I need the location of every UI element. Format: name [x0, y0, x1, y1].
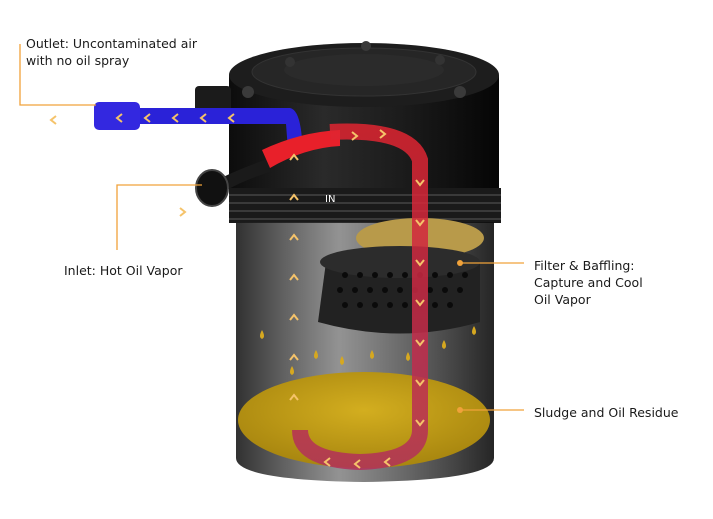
filter-label-line1: Filter & Baffling: [534, 258, 635, 273]
inlet-label: Inlet: Hot Oil Vapor [64, 262, 183, 279]
filter-label-line2: Capture and Cool [534, 275, 643, 290]
oil-droplets [260, 326, 476, 375]
cap-bolt [242, 86, 254, 98]
sludge-label: Sludge and Oil Residue [534, 404, 678, 421]
flow-arrows [49, 113, 425, 469]
can-top-cap [229, 41, 499, 195]
outlet-label-line1: Outlet: Uncontaminated air [26, 36, 197, 51]
cap-bolt [285, 57, 295, 67]
outlet-label-line2: with no oil spray [26, 53, 130, 68]
cap-bolt [435, 55, 445, 65]
outlet-label: Outlet: Uncontaminated air with no oil s… [26, 35, 197, 69]
sludge-label-text: Sludge and Oil Residue [534, 405, 679, 420]
cap-bolt [454, 86, 466, 98]
sludge-marker-dot [457, 407, 463, 413]
flow-loop [292, 123, 428, 471]
inlet-label-text: Inlet: Hot Oil Vapor [64, 263, 183, 278]
cap-bolt [361, 41, 371, 51]
inlet-tube [195, 130, 340, 207]
filter-marker-dot [457, 260, 463, 266]
filter-label-line3: Oil Vapor [534, 292, 591, 307]
leader-lines [19, 44, 524, 411]
filter-label: Filter & Baffling: Capture and Cool Oil … [534, 257, 643, 308]
threaded-ring [229, 188, 501, 223]
sludge-pool [238, 372, 490, 468]
in-marker: IN [325, 194, 336, 205]
outlet-tube [94, 86, 302, 150]
